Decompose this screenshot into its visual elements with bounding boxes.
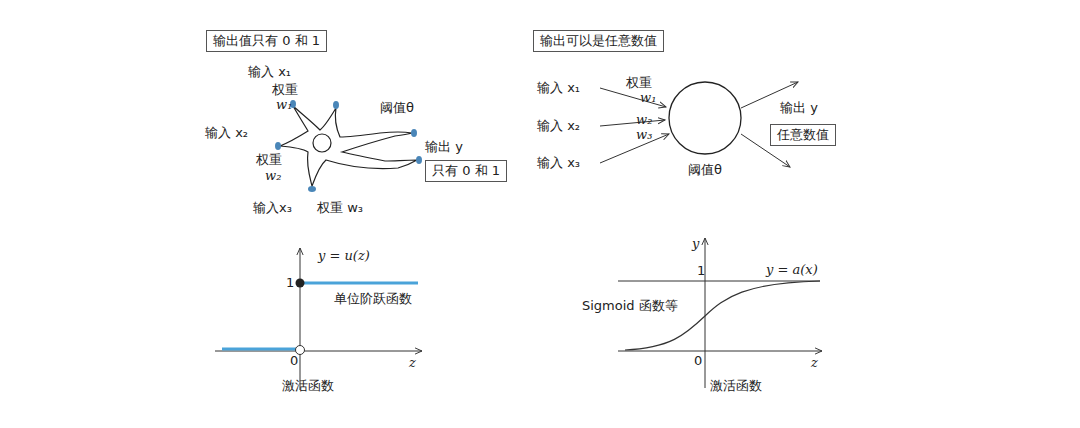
label: w₁ — [276, 97, 292, 113]
neuron — [280, 106, 417, 186]
box-text: 输出值只有 0 和 1 — [213, 33, 320, 48]
text-box: 只有 0 和 1 — [425, 160, 507, 182]
label: w₁ — [640, 90, 656, 106]
label: 输出 y — [425, 139, 463, 155]
label: 激活函数 — [710, 378, 762, 394]
label: 阈值θ — [380, 100, 414, 116]
text-box: 输出可以是任意数值 — [533, 30, 664, 52]
label: 0 — [290, 353, 298, 369]
label: y = a(x) — [766, 262, 818, 278]
unit-arrows — [600, 82, 798, 167]
threshold-label: 阈值θ — [688, 162, 722, 178]
label: 权重 w₃ — [317, 200, 363, 216]
label: z — [811, 355, 818, 371]
label: 输入 x₂ — [537, 118, 580, 134]
text-box: 任意数值 — [770, 124, 836, 146]
label: 单位阶跃函数 — [334, 291, 412, 307]
label: 输出 y — [780, 100, 818, 116]
label: 输入 x₁ — [248, 64, 291, 80]
label: 权重 — [256, 152, 282, 168]
label: w₂ — [265, 168, 281, 184]
label: z — [409, 355, 416, 371]
label: 输入 x₂ — [205, 125, 248, 141]
label: 0 — [694, 353, 702, 369]
threshold-unit: 阈值θ — [667, 80, 747, 184]
dendrite-ends — [275, 100, 422, 192]
step-graph — [215, 248, 422, 390]
label: y — [692, 236, 699, 252]
label: 权重 — [626, 75, 652, 91]
label: 权重 — [272, 82, 298, 98]
label: w₃ — [636, 127, 652, 143]
box-text: 只有 0 和 1 — [432, 163, 500, 178]
label: 1 — [286, 275, 294, 291]
label: 输入 x₃ — [537, 155, 580, 171]
box-text: 任意数值 — [777, 127, 829, 142]
text-box: 输出值只有 0 和 1 — [206, 30, 327, 52]
label: 输入 x₁ — [537, 80, 580, 96]
label: 输入x₃ — [253, 200, 292, 216]
label: w₂ — [636, 112, 652, 128]
label: Sigmoid 函数等 — [582, 298, 678, 314]
label: y = u(z) — [318, 248, 370, 264]
unit-circle — [667, 80, 747, 160]
label: 1 — [697, 263, 705, 279]
box-text: 输出可以是任意数值 — [540, 33, 657, 48]
label: 激活函数 — [282, 378, 334, 394]
